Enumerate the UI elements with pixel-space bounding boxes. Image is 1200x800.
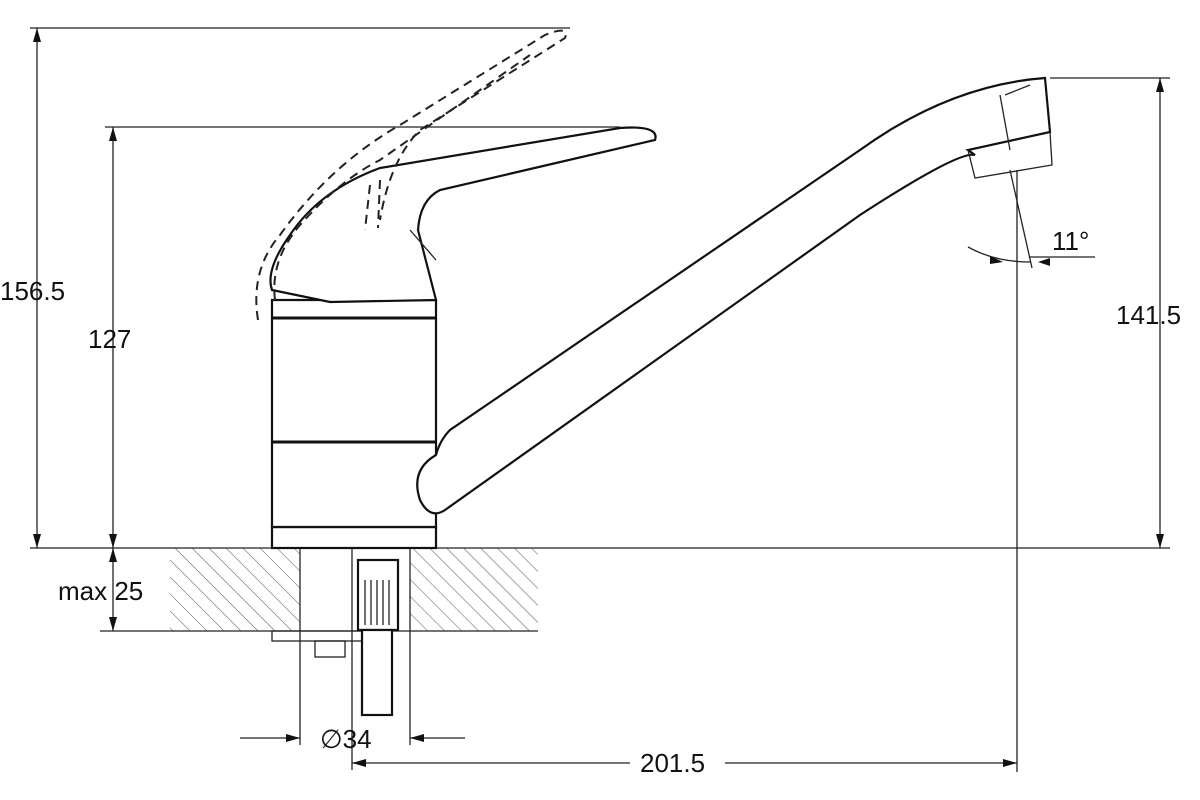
spout — [416, 76, 1053, 515]
dim-label-max-25: max 25 — [58, 576, 143, 606]
dim-label-diameter-34: ∅34 — [320, 724, 372, 754]
dimension-hole-diameter — [240, 631, 465, 745]
dimension-spout-reach — [352, 170, 1018, 772]
dim-label-201-5: 201.5 — [640, 748, 705, 778]
dimension-total-height — [30, 27, 570, 548]
dim-label-141-5: 141.5 — [1116, 300, 1181, 330]
faucet-body — [270, 298, 438, 550]
handle — [269, 126, 657, 304]
dimension-handle-height — [105, 126, 620, 548]
dimension-spout-angle — [967, 169, 1095, 269]
dim-label-127: 127 — [88, 324, 131, 354]
handle-raised-position — [255, 29, 567, 321]
dimension-counter-thickness — [109, 548, 117, 631]
dim-label-156-5: 156.5 — [0, 276, 65, 306]
dim-label-11-degrees: 11° — [1052, 226, 1089, 256]
dimension-spout-height — [1050, 77, 1170, 548]
countertop — [30, 547, 1170, 632]
mounting-hardware — [271, 548, 400, 770]
